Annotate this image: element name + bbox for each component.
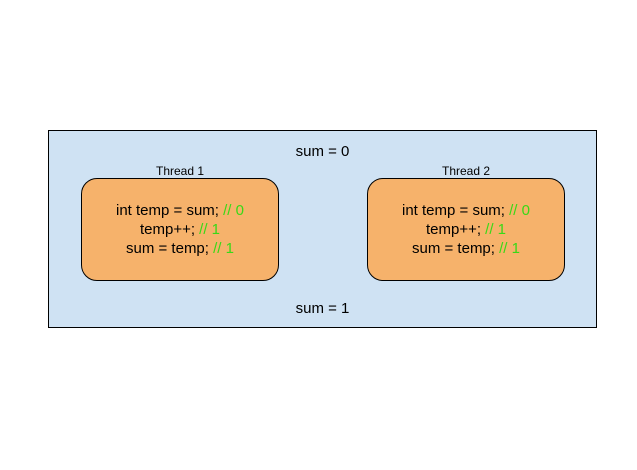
- code-text: temp++;: [425, 221, 486, 238]
- sum-initial-label: sum = 0: [295, 143, 350, 160]
- thread-1-box: int temp = sum; // 0 temp++; // 1 sum = …: [81, 178, 279, 281]
- code-text: temp++;: [139, 221, 200, 238]
- code-comment: // 1: [199, 221, 221, 238]
- code-comment: // 0: [509, 202, 530, 219]
- thread-1-line-3: sum = temp; // 1: [126, 239, 234, 258]
- thread-2-title: Thread 2: [441, 164, 491, 178]
- thread-1-line-2: temp++; // 1: [140, 220, 220, 239]
- thread-1-title: Thread 1: [155, 164, 205, 178]
- code-text: sum = temp;: [412, 240, 500, 257]
- code-text: int temp = sum;: [116, 202, 224, 219]
- code-comment: // 1: [213, 240, 234, 257]
- sum-final-label: sum = 1: [295, 300, 350, 317]
- code-comment: // 0: [223, 202, 244, 219]
- code-comment: // 1: [499, 240, 520, 257]
- thread-2-line-3: sum = temp; // 1: [412, 239, 520, 258]
- shared-memory-container: sum = 0 Thread 1 int temp = sum; // 0 te…: [48, 130, 597, 328]
- thread-2-line-2: temp++; // 1: [426, 220, 506, 239]
- thread-2-line-1: int temp = sum; // 0: [402, 201, 530, 220]
- code-text: int temp = sum;: [402, 202, 510, 219]
- code-comment: // 1: [485, 221, 507, 238]
- thread-2-box: int temp = sum; // 0 temp++; // 1 sum = …: [367, 178, 565, 281]
- code-text: sum = temp;: [126, 240, 214, 257]
- thread-1-line-1: int temp = sum; // 0: [116, 201, 244, 220]
